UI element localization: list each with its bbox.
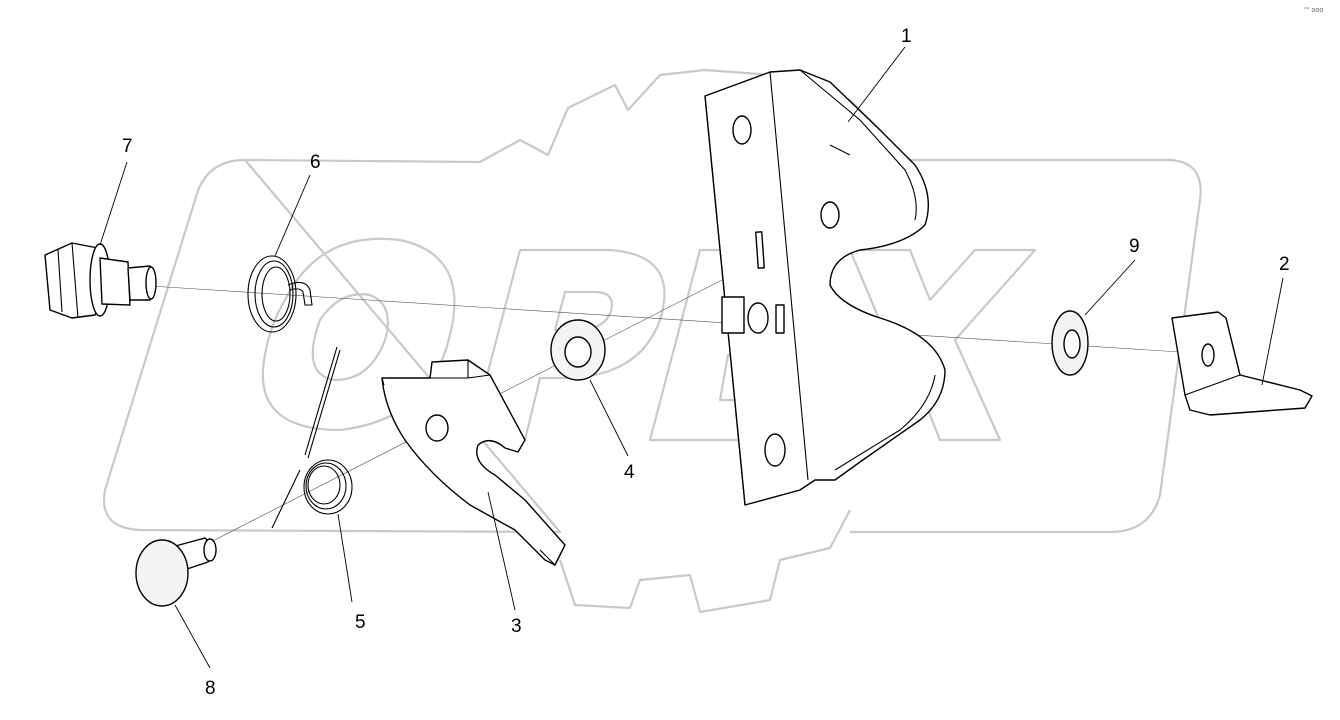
leader-6 bbox=[274, 174, 311, 257]
rivet-shank-end bbox=[203, 538, 217, 562]
leader-1 bbox=[847, 46, 906, 123]
leader-5 bbox=[337, 513, 353, 603]
part-2-stop-plate bbox=[1171, 311, 1313, 416]
bolt-head-facets bbox=[57, 242, 79, 319]
rivet-head bbox=[135, 539, 189, 607]
bolt-shank bbox=[99, 257, 131, 306]
bracket-small-slot bbox=[775, 304, 785, 334]
part-8-rivet bbox=[135, 537, 217, 607]
part-3-latch-lever bbox=[381, 359, 566, 566]
leader-2 bbox=[1261, 277, 1284, 386]
bracket-hole-4 bbox=[764, 433, 786, 467]
bracket-hole-3 bbox=[747, 302, 769, 334]
callout-9: 9 bbox=[1129, 236, 1140, 257]
spring-5-coil-3 bbox=[307, 465, 341, 505]
spring-5-short-leg bbox=[271, 469, 301, 529]
callout-7: 7 bbox=[122, 136, 133, 157]
leader-9 bbox=[1084, 259, 1136, 316]
washer-4-inner bbox=[564, 336, 592, 368]
leader-3 bbox=[487, 491, 516, 611]
watermark-logo bbox=[102, 68, 1202, 614]
stop-plate-bend bbox=[1184, 317, 1306, 416]
leader-lines bbox=[99, 46, 1284, 669]
spring-5-leg bbox=[304, 346, 338, 456]
spring-6-coil-2 bbox=[254, 260, 294, 328]
lever-outline bbox=[381, 359, 566, 566]
axis-line-upper bbox=[149, 285, 1181, 353]
callout-5: 5 bbox=[355, 612, 366, 633]
bolt-pin-end bbox=[145, 266, 157, 300]
lever-pivot-hole bbox=[425, 414, 449, 442]
bracket-slot bbox=[755, 231, 765, 269]
bracket-tab bbox=[721, 296, 745, 334]
bracket-hole-1 bbox=[732, 115, 752, 145]
callout-4: 4 bbox=[624, 462, 635, 483]
bracket-outline bbox=[704, 69, 946, 506]
bracket-inner-flange bbox=[799, 69, 936, 471]
stop-plate-hole bbox=[1201, 343, 1215, 367]
watermark-plate-outline bbox=[102, 158, 1202, 534]
callout-6: 6 bbox=[310, 152, 321, 173]
callout-2: 2 bbox=[1279, 254, 1290, 275]
bracket-shoulder-edge bbox=[829, 144, 851, 156]
washer-9-inner bbox=[1063, 329, 1081, 359]
leader-8 bbox=[174, 604, 211, 669]
callout-8: 8 bbox=[205, 678, 216, 699]
callout-3: 3 bbox=[511, 616, 522, 637]
part-7-flange-bolt bbox=[44, 242, 157, 319]
spring-5-coil-2 bbox=[305, 462, 347, 510]
stop-plate-outline bbox=[1171, 311, 1313, 416]
lever-top-tab bbox=[430, 360, 491, 379]
lever-thickness-edge bbox=[381, 377, 556, 566]
spring-5-leg-back bbox=[307, 349, 341, 459]
part-9-washer bbox=[1051, 310, 1089, 376]
bracket-hole-2 bbox=[820, 201, 840, 229]
leader-4 bbox=[589, 379, 629, 457]
part-4-washer bbox=[550, 319, 606, 381]
callout-1: 1 bbox=[901, 26, 912, 47]
spring-6-coil-1 bbox=[247, 255, 297, 333]
spring-6-coil-3 bbox=[261, 266, 291, 322]
spring-5-coil-1 bbox=[303, 459, 353, 515]
spring-6-end-hook bbox=[287, 281, 313, 306]
part-5-torsion-spring bbox=[271, 346, 353, 529]
leader-7 bbox=[99, 161, 128, 246]
callout-labels: 1 2 3 4 5 6 7 8 9 bbox=[122, 26, 1290, 699]
part-1-bracket bbox=[704, 69, 946, 506]
corner-mark: °° ooo bbox=[1304, 6, 1323, 14]
part-6-coil-spring bbox=[247, 255, 313, 333]
